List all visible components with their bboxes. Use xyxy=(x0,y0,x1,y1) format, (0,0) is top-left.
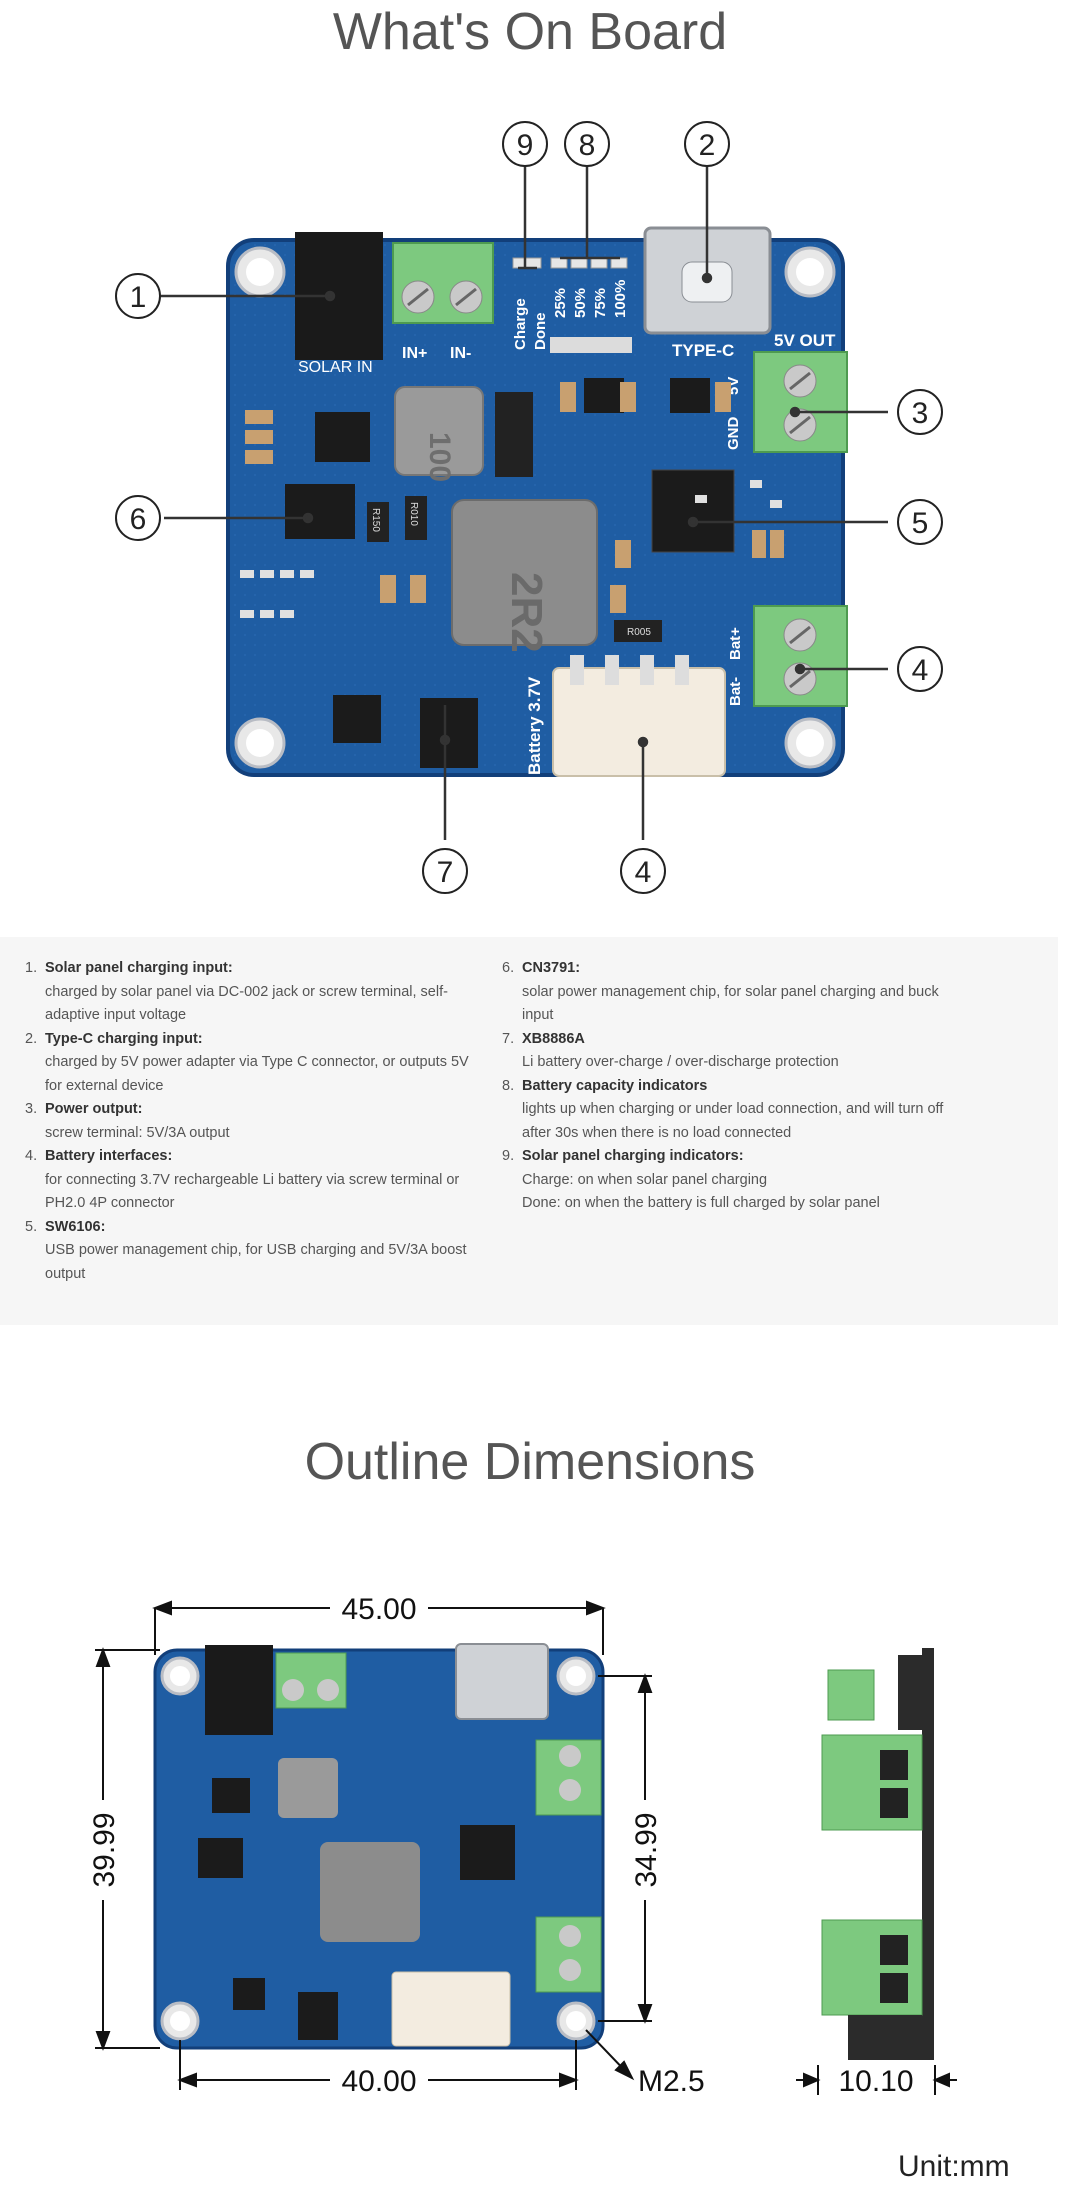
silk-100: 100% xyxy=(612,280,629,318)
inductor-big: 2R2 xyxy=(451,499,598,653)
board-side-view xyxy=(821,1648,934,2060)
silk-in-minus: IN- xyxy=(450,345,471,362)
feature-description-line: input xyxy=(522,1007,554,1023)
battery-screw-terminal xyxy=(753,605,848,707)
feature-description-line: after 30s when there is no load connecte… xyxy=(522,1124,792,1141)
feature-title: Solar panel charging input: xyxy=(45,960,233,976)
features-right-column: 6. CN3791: solar power management chip, fo… xyxy=(502,957,962,1216)
chip-sw6106 xyxy=(651,469,735,553)
board-top-view: SOLAR IN IN+ IN- Charge Done 25% 50% 75%… xyxy=(115,121,943,894)
ph2-connector xyxy=(552,655,726,777)
callout-8: 8 xyxy=(579,129,596,162)
silk-5v-out: 5V OUT xyxy=(774,331,836,350)
feature-number: 1. xyxy=(25,960,38,976)
feature-item: 7. XB8886A Li battery over-charge / over-d… xyxy=(502,1028,962,1075)
dimension-drawing: 45.00 40.00 39.99 34.99 M2.5 10.10 xyxy=(88,1593,957,2098)
silk-75: 75% xyxy=(592,288,609,318)
feature-description-line: charged by 5V power adapter via Type C c… xyxy=(45,1054,469,1070)
output-screw-terminal xyxy=(753,351,848,453)
callout-2: 2 xyxy=(699,129,716,162)
feature-description-line: for connecting 3.7V rechargeable Li batt… xyxy=(45,1171,460,1188)
dim-right-height: 34.99 xyxy=(630,1812,663,1887)
feature-item: 4. Battery interfaces: for connecting 3.7V… xyxy=(25,1145,485,1216)
feature-item: 9. Solar panel charging indicators: Charge… xyxy=(502,1145,962,1216)
res-r005: R005 xyxy=(627,627,651,638)
silk-solar-in: SOLAR IN xyxy=(298,359,373,376)
section-title-on-board: What's On Board xyxy=(332,3,728,61)
feature-item: 3. Power output: screw terminal: 5V/3A out… xyxy=(25,1098,485,1145)
feature-title: XB8886A xyxy=(522,1030,585,1047)
silk-type-c: TYPE-C xyxy=(672,341,734,360)
unit-label: Unit:mm xyxy=(898,2150,1010,2183)
silk-done: Done xyxy=(532,313,549,351)
dim-thickness: 10.10 xyxy=(838,2065,913,2098)
feature-title: Solar panel charging indicators: xyxy=(522,1148,744,1164)
feature-description-line: charged by solar panel via DC-002 jack o… xyxy=(45,983,448,1000)
callout-4-lower: 4 xyxy=(635,856,652,889)
res-r150: R150 xyxy=(370,508,381,532)
feature-description-line: for external device xyxy=(45,1077,164,1094)
chip-cn3791 xyxy=(285,484,355,539)
res-r010: R010 xyxy=(408,502,419,526)
dim-bottom-width: 40.00 xyxy=(341,2065,416,2098)
feature-item: 5. SW6106: USB power management chip, for … xyxy=(25,1216,485,1287)
feature-title: Battery capacity indicators xyxy=(522,1077,708,1094)
feature-item: 8. Battery capacity indicators lights up w… xyxy=(502,1075,962,1146)
silk-charge: Charge xyxy=(512,298,529,350)
callout-7: 7 xyxy=(437,856,454,889)
feature-title: CN3791: xyxy=(522,960,581,976)
feature-number: 3. xyxy=(25,1101,38,1117)
silk-25: 25% xyxy=(552,288,569,318)
dim-left-height: 39.99 xyxy=(88,1812,121,1887)
feature-number: 8. xyxy=(502,1077,515,1094)
feature-description-line: USB power management chip, for USB charg… xyxy=(45,1242,467,1258)
feature-description-line: screw terminal: 5V/3A output xyxy=(45,1124,230,1141)
feature-title: SW6106: xyxy=(45,1218,106,1235)
callout-1: 1 xyxy=(130,281,147,314)
callout-4: 4 xyxy=(912,654,929,687)
feature-number: 4. xyxy=(25,1148,38,1164)
feature-description-line: adaptive input voltage xyxy=(45,1007,187,1023)
callout-9: 9 xyxy=(517,129,534,162)
dim-hole: M2.5 xyxy=(638,2065,705,2098)
silk-50: 50% xyxy=(572,288,589,318)
feature-number: 7. xyxy=(502,1030,515,1047)
feature-title: Type-C charging input: xyxy=(45,1030,203,1047)
chip-xb8886a xyxy=(420,698,478,768)
feature-number: 2. xyxy=(25,1030,38,1047)
feature-description-line: Li battery over-charge / over-discharge … xyxy=(522,1054,839,1070)
silk-bat-plus: Bat+ xyxy=(727,627,744,660)
feature-item: 6. CN3791: solar power management chip, fo… xyxy=(502,957,962,1028)
feature-description-line: PH2.0 4P connector xyxy=(45,1195,175,1211)
solar-screw-terminal xyxy=(392,242,494,324)
silk-in-plus: IN+ xyxy=(402,345,427,362)
callout-5: 5 xyxy=(912,507,929,540)
callout-6: 6 xyxy=(130,503,147,536)
silk-battery: Battery 3.7V xyxy=(525,676,544,775)
features-panel: 1. Solar panel charging input: charged by … xyxy=(0,937,1058,1325)
feature-item: 1. Solar panel charging input: charged by … xyxy=(25,957,485,1028)
feature-number: 9. xyxy=(502,1148,515,1164)
callout-3: 3 xyxy=(912,397,929,430)
feature-number: 5. xyxy=(25,1218,38,1235)
dim-top-width: 45.00 xyxy=(341,1593,416,1626)
feature-title: Power output: xyxy=(45,1101,143,1117)
feature-description-line: solar power management chip, for solar p… xyxy=(522,983,939,1000)
inductor-small: 100 xyxy=(394,386,484,482)
feature-item: 2. Type-C charging input: charged by 5V po… xyxy=(25,1028,485,1099)
silk-bat-minus: Bat- xyxy=(727,677,744,706)
feature-description-line: lights up when charging or under load co… xyxy=(522,1101,944,1117)
features-left-column: 1. Solar panel charging input: charged by … xyxy=(25,957,485,1286)
feature-number: 6. xyxy=(502,960,515,976)
feature-title: Battery interfaces: xyxy=(45,1148,173,1164)
feature-description-line: Done: on when the battery is full charge… xyxy=(522,1195,880,1211)
feature-description-line: output xyxy=(45,1265,86,1282)
inductor-small-label: 100 xyxy=(423,432,456,482)
silk-gnd: GND xyxy=(725,417,742,451)
feature-description-line: Charge: on when solar panel charging xyxy=(522,1171,768,1188)
section-title-dimensions: Outline Dimensions xyxy=(304,1433,756,1491)
inductor-big-label: 2R2 xyxy=(502,572,551,653)
